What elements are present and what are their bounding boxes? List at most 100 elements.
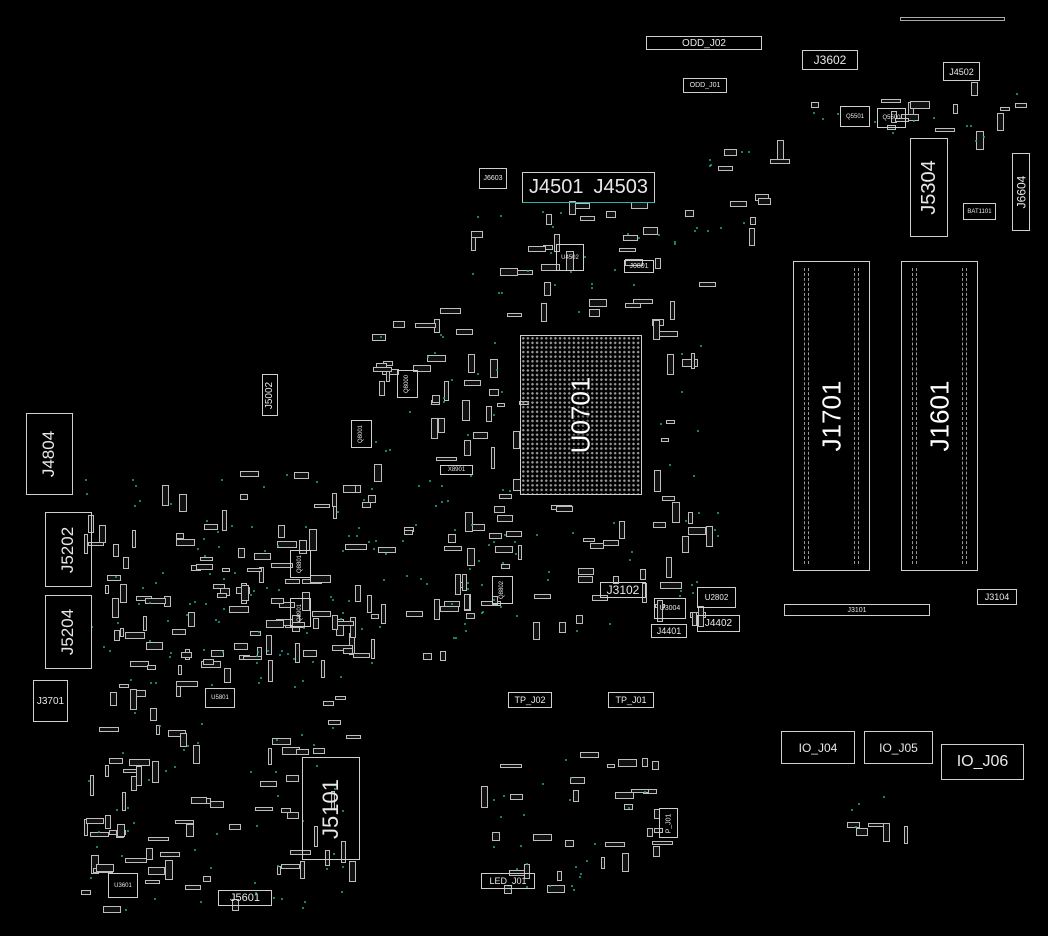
label: IO_J05 xyxy=(879,740,918,755)
chip-u5801[interactable]: U5801 xyxy=(205,688,235,708)
passive-component xyxy=(156,724,161,735)
connector-odd-j01[interactable]: ODD_J01 xyxy=(683,78,727,93)
passive-component xyxy=(454,574,461,596)
passive-component xyxy=(847,822,861,829)
passive-component xyxy=(309,529,318,552)
via xyxy=(740,151,743,154)
via xyxy=(501,489,504,492)
connector-j4502[interactable]: J4502 xyxy=(943,62,980,81)
connector-odd-j02[interactable]: ODD_J02 xyxy=(646,36,762,50)
passive-component xyxy=(684,210,694,218)
label: U3601 xyxy=(114,882,132,889)
via xyxy=(294,686,297,689)
connector-j5304[interactable]: J5304 xyxy=(910,138,948,237)
chip-u2802[interactable]: U2802 xyxy=(697,587,736,608)
passive-component xyxy=(557,870,563,881)
passive-component xyxy=(463,379,481,386)
connector-j3701[interactable]: J3701 xyxy=(33,680,68,722)
connector-io-j04[interactable]: IO_J04 xyxy=(781,731,855,764)
passive-component xyxy=(337,620,355,626)
via xyxy=(554,283,557,286)
chip-q8001[interactable]: Q8001 xyxy=(351,420,372,448)
passive-component xyxy=(125,857,148,863)
passive-component xyxy=(439,308,461,315)
dimm-slot-j1701[interactable]: J1701 xyxy=(793,261,870,571)
dimm-slot-j1601[interactable]: J1601 xyxy=(901,261,978,571)
chip-q8901[interactable]: Q8901 xyxy=(290,598,311,627)
passive-component xyxy=(160,852,181,858)
passive-component xyxy=(354,485,361,494)
via xyxy=(492,846,495,849)
chip-u3004[interactable]: U3004 xyxy=(654,598,686,619)
via xyxy=(255,655,258,658)
via xyxy=(306,632,309,635)
via xyxy=(266,650,269,653)
test-point-tp-j02[interactable]: TP_J02 xyxy=(508,692,552,708)
via xyxy=(280,897,283,900)
label: J5101 xyxy=(318,778,344,839)
via xyxy=(97,831,100,834)
chip-u4502[interactable]: U4502 xyxy=(556,244,584,271)
via xyxy=(504,534,507,537)
via xyxy=(434,351,437,354)
test-point-tp-j01[interactable]: TP_J01 xyxy=(608,692,654,708)
connector-led-j01[interactable]: LED_J01 xyxy=(481,873,535,889)
connector-j5202[interactable]: J5202 xyxy=(45,512,92,587)
chip-q5501[interactable]: Q5501 xyxy=(840,106,870,127)
connector-j3102[interactable]: J3102 xyxy=(600,582,646,598)
passive-component xyxy=(268,660,273,683)
connector-j5601[interactable]: J5601 xyxy=(218,890,272,906)
battery-bat1101[interactable]: BAT1101 xyxy=(963,203,996,220)
via xyxy=(165,770,168,773)
via xyxy=(975,139,978,142)
passive-component xyxy=(294,643,300,664)
connector-j5101[interactable]: J5101 xyxy=(302,757,360,860)
label: LED_J01 xyxy=(489,876,527,886)
connector-io-j06[interactable]: IO_J06 xyxy=(941,744,1024,780)
connector-j3602[interactable]: J3602 xyxy=(802,50,858,70)
passive-component xyxy=(682,535,690,553)
passive-component xyxy=(494,545,513,553)
connector-j0801[interactable]: J0801 xyxy=(624,260,654,273)
via xyxy=(628,807,631,810)
chip-q5500[interactable]: Q5500 xyxy=(877,108,906,128)
passive-component xyxy=(507,313,523,318)
passive-component xyxy=(501,563,511,569)
passive-component xyxy=(255,806,274,811)
label: Q8802 xyxy=(499,580,506,600)
chip-u3601[interactable]: U3601 xyxy=(108,873,138,898)
passive-component xyxy=(699,281,717,287)
connector-j3104[interactable]: J3104 xyxy=(977,589,1017,605)
connector-j3101[interactable]: J3101 xyxy=(784,604,930,616)
via xyxy=(498,292,501,295)
connector-p-j01[interactable]: P_J01 xyxy=(659,808,678,838)
passive-component xyxy=(415,322,437,328)
passive-component xyxy=(900,113,919,121)
passive-component xyxy=(891,110,898,123)
via xyxy=(836,112,839,115)
chip-u0701-bga[interactable]: U0701 xyxy=(520,335,642,495)
passive-component xyxy=(749,216,756,225)
connector-j6603[interactable]: J6603 xyxy=(479,168,507,189)
chip-q8000[interactable]: Q8000 xyxy=(397,370,418,398)
via xyxy=(644,790,647,793)
via xyxy=(492,799,495,802)
connector-j6604[interactable]: J6604 xyxy=(1012,153,1030,231)
connector-j5002[interactable]: J5002 xyxy=(262,374,278,416)
passive-component xyxy=(147,665,157,671)
via xyxy=(668,463,671,466)
connector-j4501-j4503[interactable]: J4501 J4503 xyxy=(522,172,655,203)
connector-io-j05[interactable]: IO_J05 xyxy=(864,731,933,764)
connector-j4402[interactable]: J4402 xyxy=(697,615,740,632)
connector-j4401[interactable]: J4401 xyxy=(651,624,687,638)
via xyxy=(463,623,466,626)
connector-j5204[interactable]: J5204 xyxy=(45,595,92,669)
chip-q8801[interactable]: Q8801 xyxy=(290,550,311,578)
crystal-x8901[interactable]: X8901 xyxy=(440,465,473,475)
chip-q8802[interactable]: Q8802 xyxy=(492,576,513,604)
passive-component xyxy=(380,603,386,624)
passive-component xyxy=(499,763,522,768)
via xyxy=(913,119,916,122)
connector-j4804[interactable]: J4804 xyxy=(26,413,73,495)
